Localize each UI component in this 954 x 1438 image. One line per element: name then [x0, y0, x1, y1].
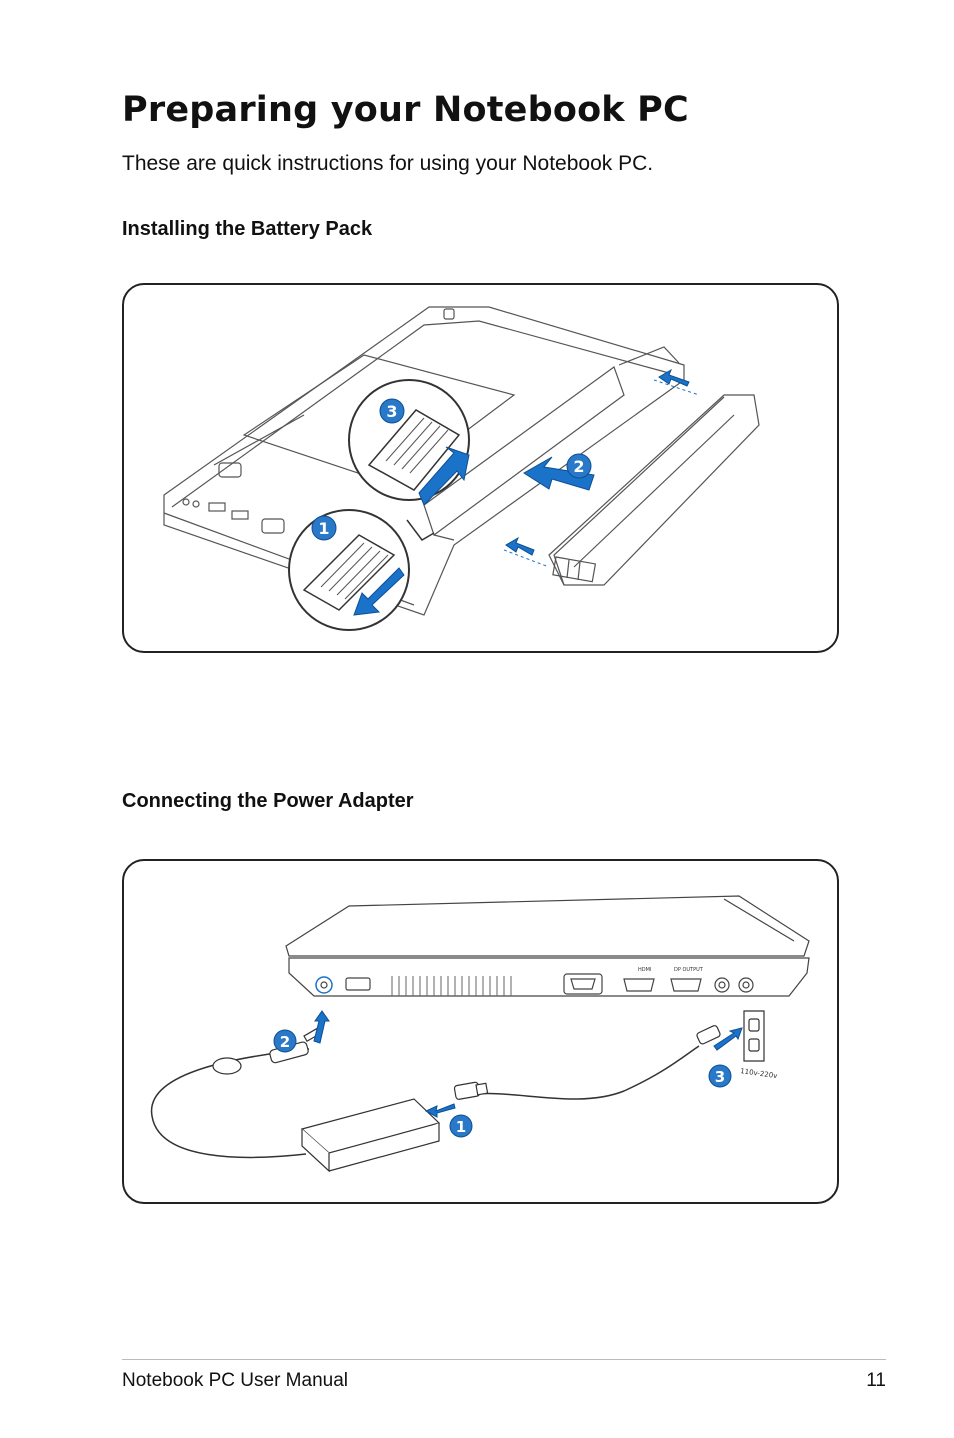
power-adapter: [300, 1098, 441, 1173]
dc-cable: [151, 1048, 310, 1159]
ac-plug-adapter-end: [453, 1081, 489, 1100]
voltage-label: 110v-220v: [740, 1067, 778, 1080]
step-badge-2: [566, 453, 592, 479]
svg-text:1: 1: [318, 519, 329, 538]
dp-output-label: DP OUTPUT: [674, 967, 704, 973]
laptop-lid: [285, 895, 810, 957]
arrow-to-outlet: [713, 1027, 743, 1051]
page-title: Preparing your Notebook PC: [122, 90, 689, 130]
footer-divider: [122, 1359, 886, 1360]
power-diagram: HDMI DP OUTPUT: [151, 895, 810, 1173]
mic-jack: [714, 977, 730, 993]
battery-illustration: 3 1 2: [122, 283, 839, 653]
usb-port: [345, 977, 371, 991]
footer-manual-name: Notebook PC User Manual: [122, 1370, 348, 1391]
connect-arrows: [313, 1010, 743, 1118]
page-number: 11: [866, 1370, 886, 1391]
power-section-heading: Connecting the Power Adapter: [122, 790, 414, 812]
ac-plug-wall-end: [696, 1025, 721, 1045]
step-badge-3: 3: [715, 1068, 725, 1086]
dc-in-port: [315, 976, 333, 994]
battery-section-heading: Installing the Battery Pack: [122, 218, 373, 240]
magnifier-lock: 3: [348, 379, 470, 506]
arrow-to-dc-port: [313, 1010, 330, 1044]
insert-arrows: [505, 368, 690, 556]
battery-bay: [423, 366, 625, 536]
magnifier-unlock: 1: [288, 509, 435, 631]
hdmi-label: HDMI: [638, 967, 651, 973]
arrow-to-adapter: [424, 1103, 456, 1118]
hdmi-port: [623, 978, 655, 992]
power-illustration: HDMI DP OUTPUT: [122, 859, 839, 1204]
ac-cable: [463, 1045, 700, 1100]
step-badge-2: 2: [280, 1033, 290, 1051]
dc-plug: [212, 1027, 321, 1075]
battery-pack: [548, 394, 760, 586]
power-cables: [151, 1045, 700, 1159]
displayport-port: [670, 978, 702, 992]
svg-text:2: 2: [573, 457, 584, 476]
arrow-step-2: [523, 456, 595, 491]
svg-text:3: 3: [386, 402, 397, 421]
laptop-base: [288, 957, 810, 997]
bottom-panel-cover: [242, 354, 516, 486]
intro-text: These are quick instructions for using y…: [122, 152, 654, 175]
wall-outlet: [743, 1010, 765, 1062]
panel-screw: [218, 462, 242, 478]
battery-diagram: 3 1 2: [163, 306, 760, 631]
vga-port: [563, 973, 603, 995]
headphone-jack: [738, 977, 754, 993]
step-badge-1: 1: [456, 1118, 466, 1136]
